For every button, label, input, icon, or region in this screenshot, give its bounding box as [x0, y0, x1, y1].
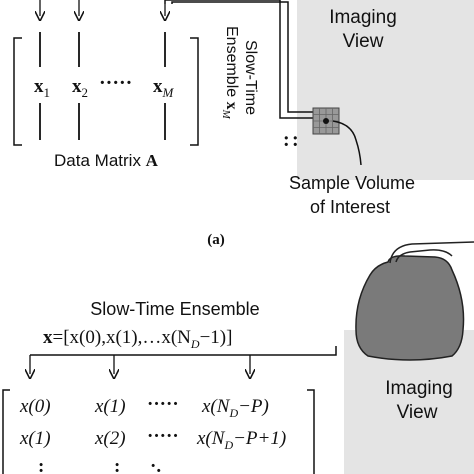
sample-volume-pointer [332, 120, 362, 166]
matrix-b-r1c2: x(1) [94, 396, 126, 417]
column-symbol-2: x2 [72, 76, 88, 100]
matrix-right-bracket [190, 37, 199, 146]
matrix-b-left-bracket [2, 389, 10, 474]
matrix-b-r2c3: x(ND−P+1) [196, 428, 286, 452]
matrix-b-r2c2: x(2) [94, 428, 126, 449]
panel-a: Imaging View x1 x2 ····· xM Data Matrix … [13, 0, 474, 248]
probe-cable [395, 249, 453, 263]
ensemble-feed-line-inner [171, 1, 322, 113]
column-symbol-1: x1 [34, 76, 50, 100]
matrix-b-r3c1: : [38, 456, 44, 474]
panel-b: Imaging View Slow-Time Ensemble x=[x(0),… [2, 241, 474, 474]
matrix-b-right-bracket [307, 389, 315, 474]
svg-text:Ensemble xM: Ensemble xM [220, 26, 240, 120]
vertical-ellipsis-a2: : [292, 129, 299, 151]
ensemble-equation: x=[x(0),x(1),…x(ND−1)] [43, 327, 232, 351]
imaging-view-label-a-line1: Imaging [329, 7, 397, 28]
probe-cable-outer [389, 241, 474, 264]
matrix-b-r2c1: x(1) [19, 428, 51, 449]
matrix-left-bracket [13, 37, 22, 146]
sample-volume-label-line1: Sample Volume [289, 173, 415, 193]
column-symbol-m: xM [153, 76, 175, 100]
data-matrix-label: Data Matrix A [54, 151, 159, 170]
matrix-b-r1c3: x(ND−P) [201, 396, 269, 420]
vertical-ellipsis-a: : [283, 129, 290, 151]
imaging-view-label-b-line2: View [397, 402, 438, 423]
ensemble-feed-line-outer [164, 0, 322, 119]
matrix-b-r3-diag: ·. [150, 456, 161, 474]
slow-time-ensemble-label: Slow-Time Ensemble xM [220, 26, 259, 120]
imaging-view-region-a [297, 0, 474, 180]
slow-time-ensemble-title: Slow-Time Ensemble [90, 299, 259, 319]
sample-volume-label-line2: of Interest [310, 197, 390, 217]
panel-a-label: (a) [207, 232, 225, 248]
imaging-view-label-a-line2: View [343, 31, 384, 52]
matrix-b-r2-ellipsis: ····· [147, 426, 179, 447]
ultrasound-probe [355, 255, 465, 361]
ensemble-feed-line-b [30, 346, 337, 356]
matrix-ellipsis: ····· [99, 72, 132, 94]
imaging-view-label-b-line1: Imaging [385, 378, 453, 399]
matrix-b-r3c2: : [114, 456, 120, 474]
svg-text:Slow-Time: Slow-Time [242, 40, 259, 115]
matrix-b-r1-ellipsis: ····· [147, 394, 179, 415]
matrix-b-r1c1: x(0) [19, 396, 51, 417]
